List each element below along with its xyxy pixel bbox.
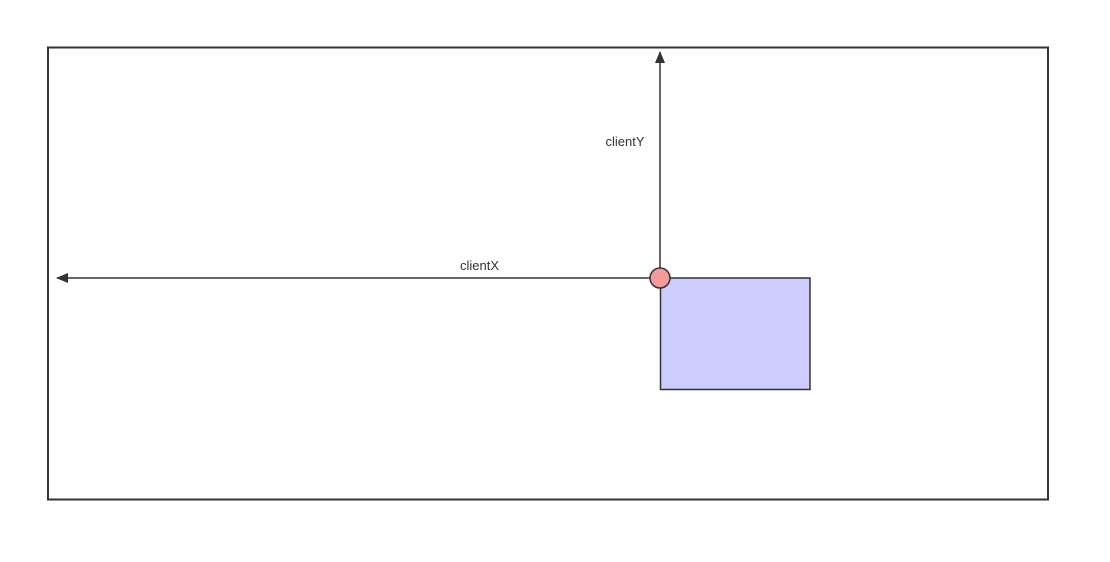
- element-box: [659, 277, 811, 391]
- reference-point: [649, 267, 671, 289]
- viewport-frame: [47, 46, 1049, 501]
- client-x-label: clientX: [460, 258, 499, 273]
- client-y-label: clientY: [605, 134, 644, 149]
